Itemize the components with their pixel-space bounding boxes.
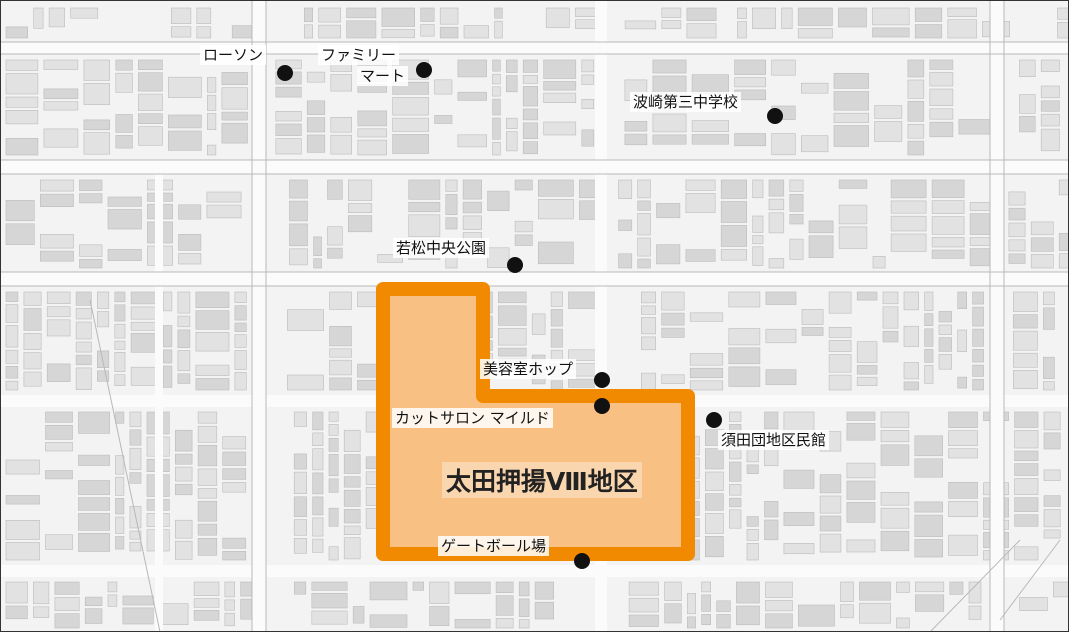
poi-label-lawson: ローソン	[200, 45, 267, 65]
poi-label-salon: カットサロン マイルド	[392, 408, 553, 428]
poi-marker-familymart[interactable]	[416, 62, 432, 78]
poi-marker-park[interactable]	[507, 257, 523, 273]
poi-label-school: 波崎第三中学校	[630, 92, 742, 112]
poi-label-familymart-line2: マート	[357, 66, 409, 86]
poi-label-beauty: 美容室ホップ	[480, 359, 577, 379]
poi-label-familymart-line1: ファミリー	[318, 45, 400, 65]
poi-marker-school[interactable]	[767, 108, 783, 124]
poi-label-gateball: ゲートボール場	[438, 536, 550, 556]
poi-marker-lawson[interactable]	[277, 65, 293, 81]
poi-marker-salon[interactable]	[594, 398, 610, 414]
poi-marker-gateball[interactable]	[574, 553, 590, 569]
poi-label-hall: 須田団地区民館	[718, 430, 830, 450]
poi-marker-hall[interactable]	[706, 412, 722, 428]
poi-label-park: 若松中央公園	[393, 238, 490, 258]
area-label: 太田押揚Ⅷ地区	[442, 462, 642, 498]
poi-marker-beauty[interactable]	[594, 372, 610, 388]
